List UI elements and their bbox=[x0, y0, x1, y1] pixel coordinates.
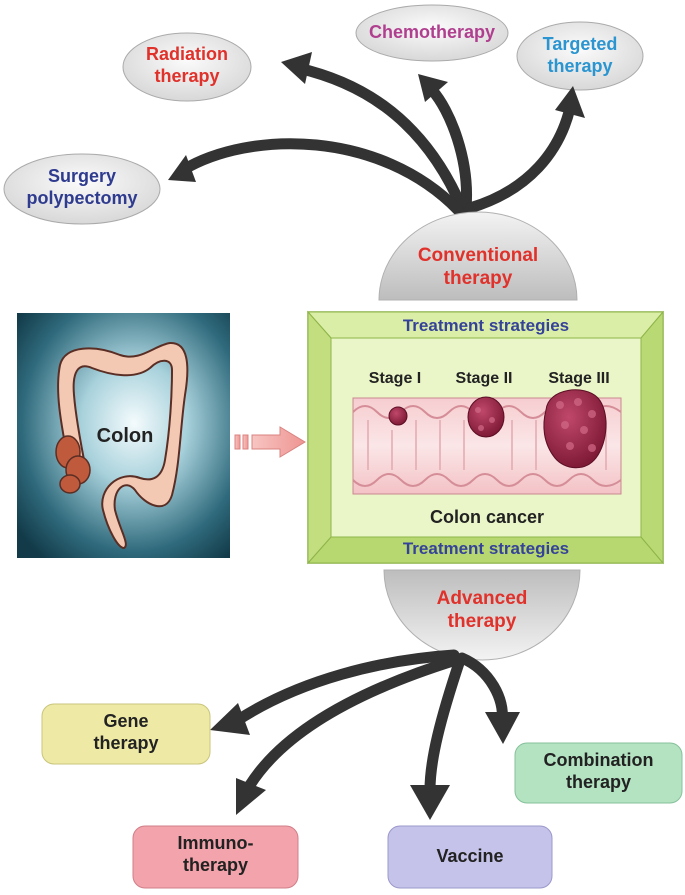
arrow-to-gene bbox=[232, 649, 460, 726]
tissue-crypts bbox=[367, 420, 607, 470]
tumor-stage-2 bbox=[467, 396, 505, 438]
stage-1-label: Stage I bbox=[368, 370, 422, 387]
pink-arrow-head bbox=[251, 426, 306, 458]
radiation-therapy-label: Radiation therapy bbox=[145, 44, 228, 86]
advanced-therapy-label: Advanced therapy bbox=[436, 588, 528, 632]
colon-illustration bbox=[57, 341, 189, 550]
tumor-cell bbox=[580, 426, 588, 434]
combination-therapy-box bbox=[514, 742, 683, 804]
strategy-bottom-label: Treatment strategies bbox=[402, 539, 570, 558]
radiation-therapy-node bbox=[122, 32, 252, 102]
pink-arrow-dash bbox=[234, 434, 241, 450]
colon-cecum bbox=[55, 435, 91, 494]
tumor-cell bbox=[588, 444, 596, 452]
targeted-therapy-node bbox=[516, 21, 644, 91]
strategy-top-label: Treatment strategies bbox=[402, 316, 570, 335]
arrowhead-combination bbox=[485, 712, 520, 744]
cecum-lobe bbox=[59, 474, 81, 494]
tumor-texture bbox=[475, 398, 596, 452]
advanced-arrows bbox=[232, 649, 508, 796]
tumor-cell bbox=[574, 398, 582, 406]
arrowhead-immuno bbox=[236, 778, 266, 815]
conventional-arrowheads bbox=[168, 52, 585, 182]
arrow-to-targeted bbox=[464, 102, 576, 214]
arrowhead-targeted bbox=[555, 86, 585, 118]
arrowhead-radiation bbox=[281, 52, 312, 84]
immunotherapy-label: Immuno- therapy bbox=[177, 833, 254, 875]
targeted-therapy-label: Targeted therapy bbox=[542, 34, 618, 76]
arrowhead-chemo bbox=[418, 74, 448, 102]
arrow-to-vaccine bbox=[424, 654, 466, 796]
conventional-therapy-label: Conventional therapy bbox=[417, 245, 539, 289]
colon-shape bbox=[57, 341, 189, 550]
combination-therapy-label: Combination therapy bbox=[543, 750, 654, 792]
surgery-polypectomy-label: Surgery polypectomy bbox=[26, 166, 138, 208]
chemotherapy-label: Chemotherapy bbox=[368, 22, 496, 42]
arrow-to-chemo bbox=[426, 84, 473, 214]
conventional-therapy-dome bbox=[378, 211, 578, 301]
arrow-to-surgery bbox=[177, 138, 464, 216]
tumor-cell bbox=[475, 407, 481, 413]
gene-therapy-label: Gene therapy bbox=[93, 711, 159, 753]
colon-cancer-label: Colon cancer bbox=[429, 507, 545, 527]
chemotherapy-node bbox=[355, 4, 509, 62]
tumor-cell bbox=[588, 410, 596, 418]
tumor-stage-1 bbox=[388, 406, 408, 426]
tumor-cell bbox=[489, 417, 495, 423]
stage-2-label: Stage II bbox=[455, 370, 513, 387]
conventional-arrows bbox=[177, 62, 576, 216]
advanced-arrowheads bbox=[210, 703, 520, 820]
strategy-bevel-right bbox=[640, 310, 664, 565]
colon-panel bbox=[17, 313, 230, 558]
vaccine-box bbox=[387, 825, 553, 889]
tumor-cell bbox=[561, 421, 569, 429]
arrow-to-immuno bbox=[244, 654, 462, 791]
strategy-bevel-left bbox=[307, 310, 332, 565]
stage-3-label: Stage III bbox=[548, 370, 610, 387]
arrow-to-combination bbox=[456, 652, 508, 726]
pink-arrow bbox=[234, 426, 306, 458]
arrowhead-surgery bbox=[168, 155, 196, 182]
arrow-to-radiation bbox=[292, 62, 468, 214]
tissue-folds-bottom bbox=[352, 473, 622, 487]
pink-arrow-dash bbox=[242, 434, 249, 450]
colon-tissue bbox=[352, 389, 622, 495]
colon-label: Colon bbox=[96, 425, 154, 447]
arrowhead-vaccine bbox=[410, 785, 450, 820]
tumor-cell bbox=[556, 401, 564, 409]
tumor-cell bbox=[478, 425, 484, 431]
surgery-node bbox=[3, 153, 161, 225]
vaccine-label: Vaccine bbox=[436, 846, 504, 866]
arrowhead-gene bbox=[210, 703, 250, 735]
tumor-cell bbox=[566, 442, 574, 450]
gene-therapy-box bbox=[41, 703, 211, 765]
immunotherapy-box bbox=[132, 825, 299, 889]
advanced-therapy-dome bbox=[383, 569, 581, 661]
